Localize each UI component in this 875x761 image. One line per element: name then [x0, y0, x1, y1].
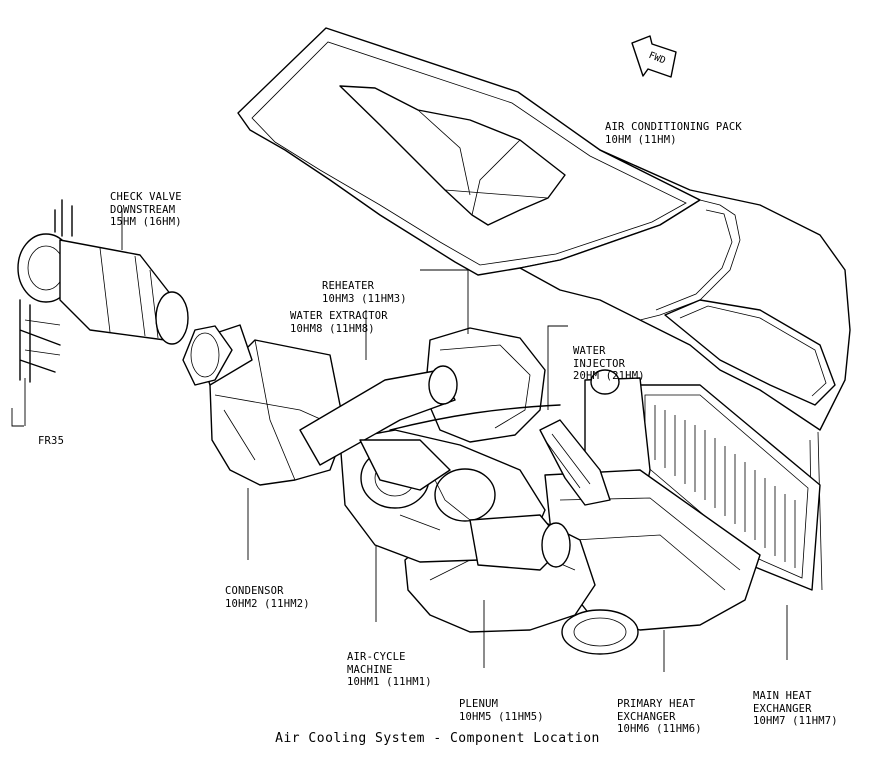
air-ducts	[194, 324, 620, 571]
pack-cover-panel	[237, 27, 701, 276]
fwd-arrow: FWD	[631, 35, 677, 78]
figure-caption: Air Cooling System - Component Location	[275, 731, 600, 746]
leader-lines	[11, 208, 788, 672]
reheater	[424, 327, 546, 443]
pack-housing	[519, 149, 851, 591]
primary-heat-exchanger	[544, 469, 761, 655]
label-fr35: FR35	[38, 435, 65, 447]
check-valve-downstream	[17, 233, 233, 386]
frame-fr35	[19, 199, 73, 383]
